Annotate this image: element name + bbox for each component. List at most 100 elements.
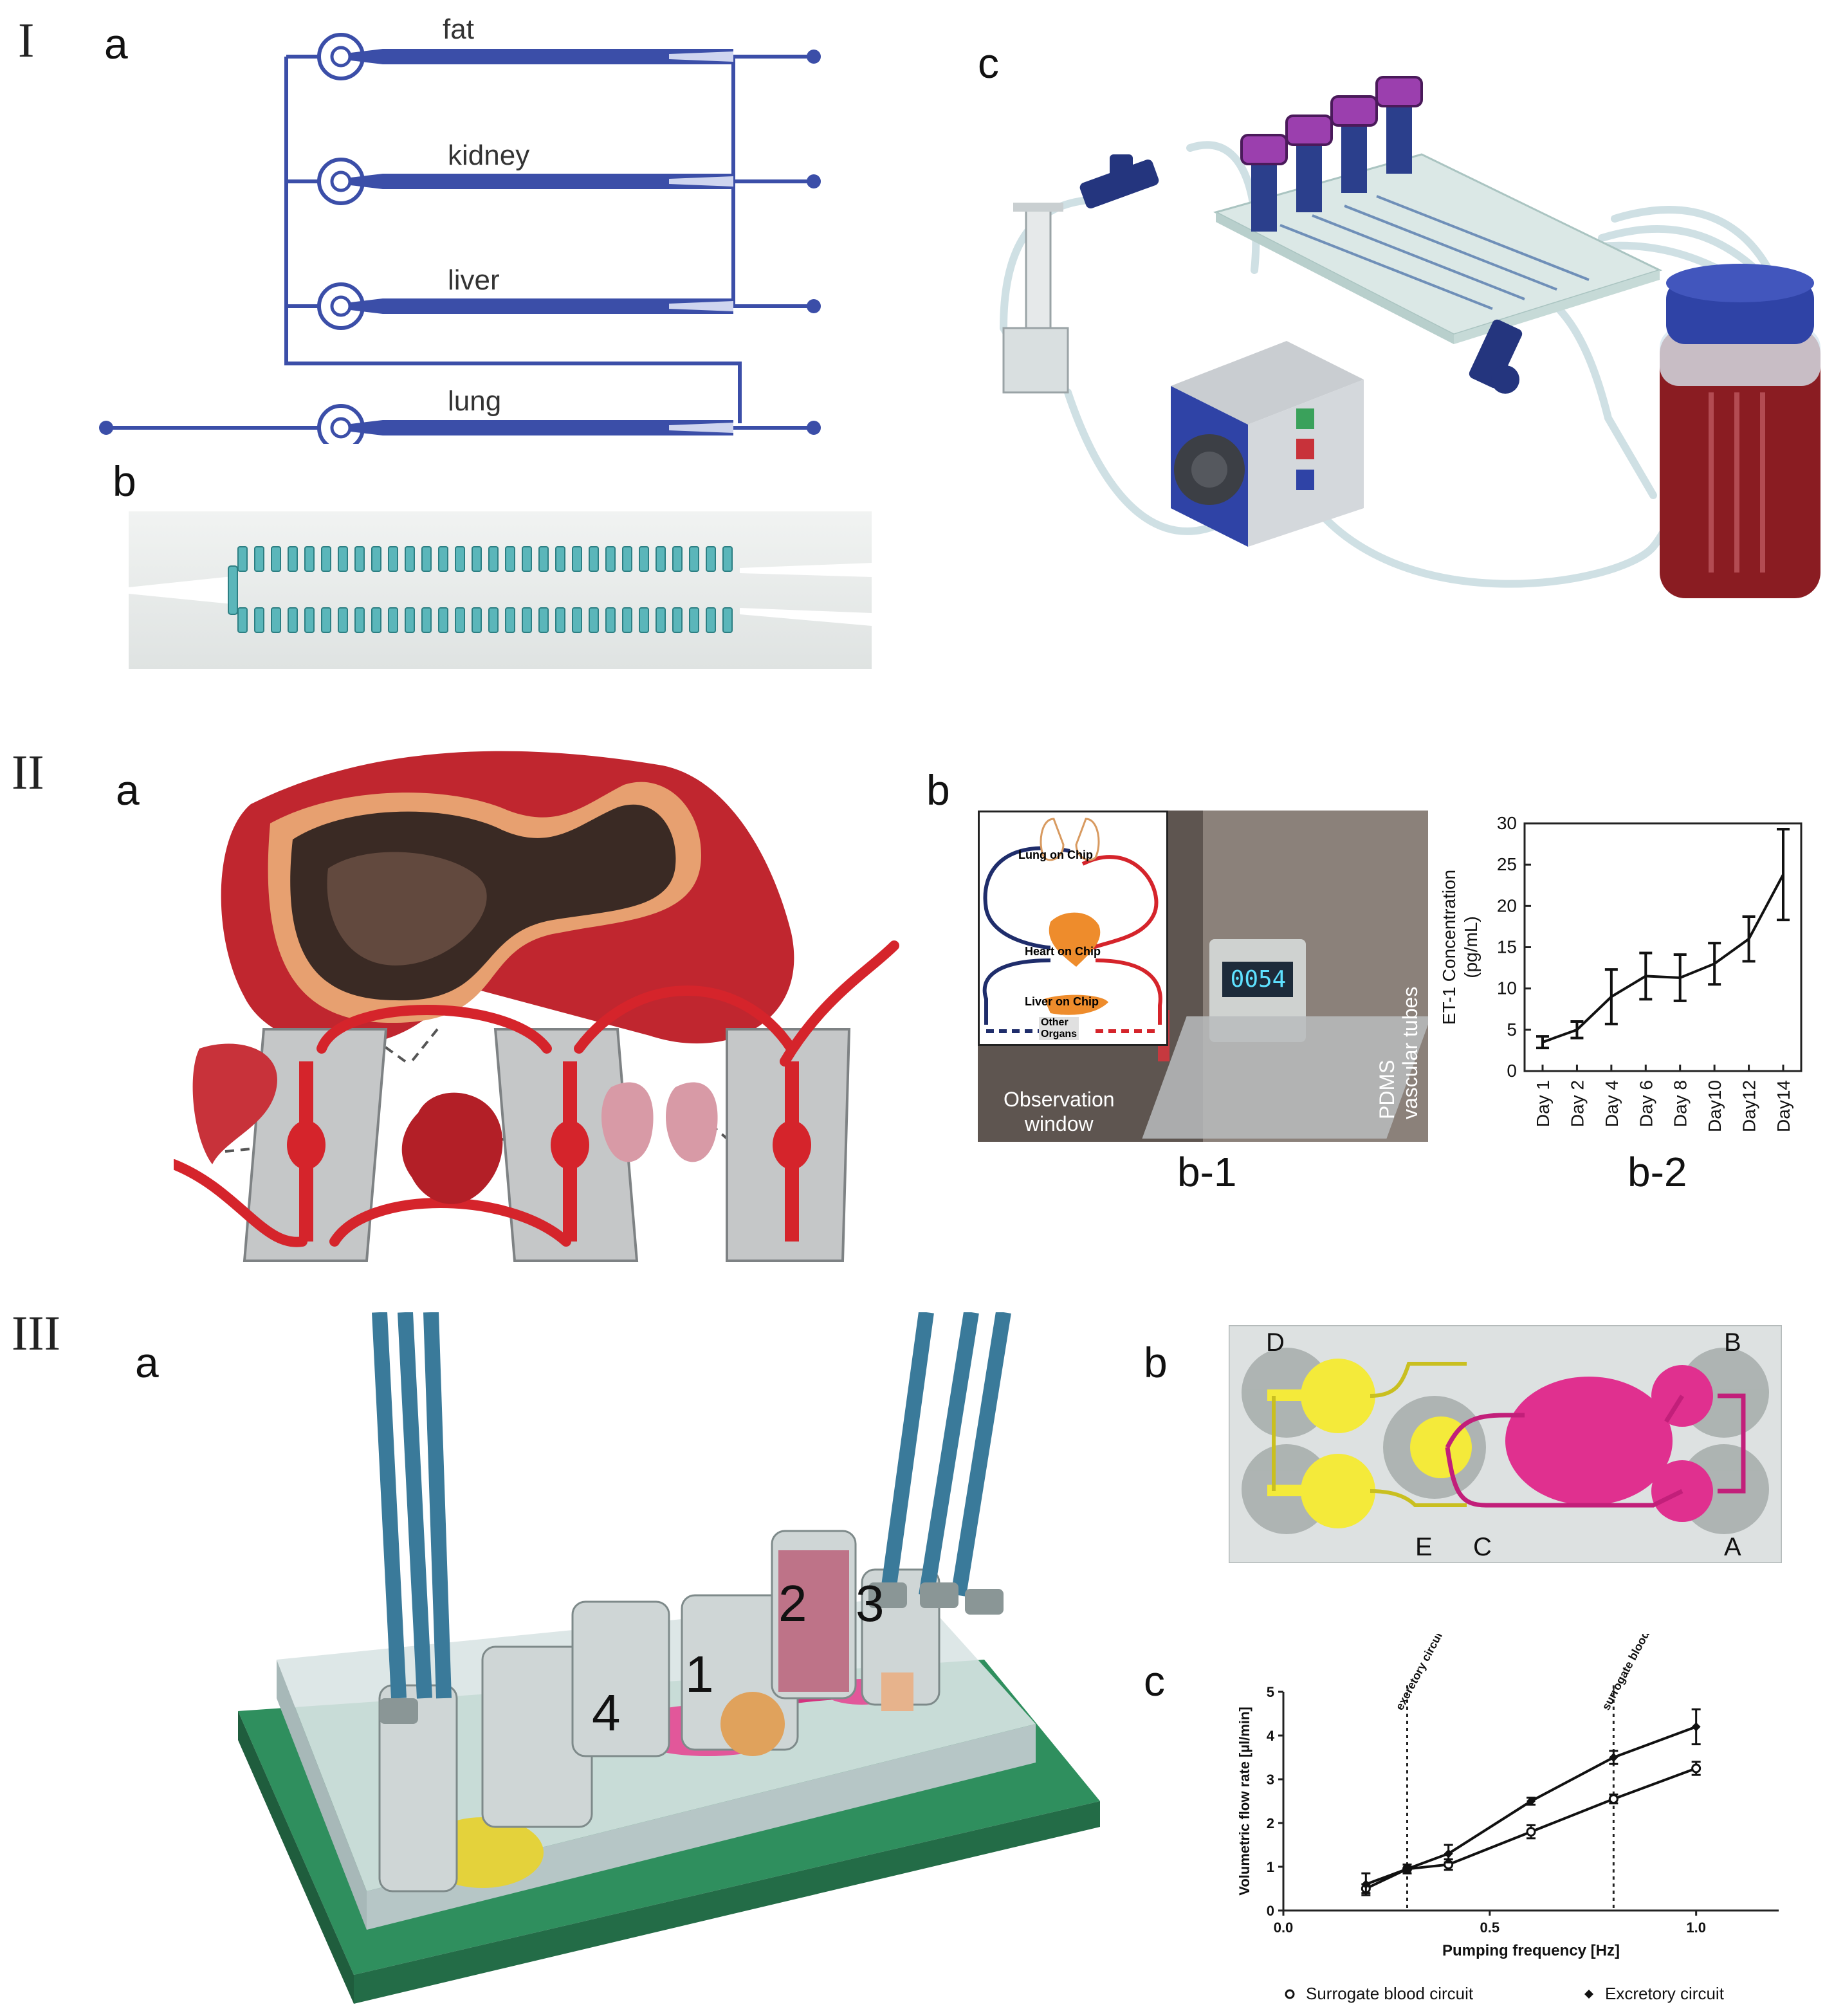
channel-pillar-render bbox=[129, 511, 872, 669]
pillar bbox=[672, 546, 683, 572]
pillar bbox=[689, 546, 699, 572]
pillar bbox=[354, 546, 365, 572]
y-axis-label-line2: (pg/mL) bbox=[1461, 916, 1481, 978]
label-pdms-tubes: PDMS vascular tubes bbox=[1375, 986, 1422, 1119]
x-tick-label: Day 4 bbox=[1602, 1080, 1622, 1127]
pillar bbox=[488, 607, 499, 633]
chip-letter-D: D bbox=[1266, 1328, 1285, 1357]
data-point bbox=[1609, 1753, 1619, 1762]
pillar bbox=[321, 546, 331, 572]
pillar bbox=[722, 546, 733, 572]
compartment-4-label: 4 bbox=[592, 1684, 621, 1741]
pillar bbox=[304, 546, 315, 572]
pillar bbox=[254, 607, 264, 633]
pillar bbox=[522, 546, 532, 572]
label-observation-window: Observation window bbox=[1004, 1088, 1115, 1135]
pillar bbox=[237, 546, 248, 572]
vessel-organ-chips-render bbox=[174, 751, 899, 1262]
x-tick-label: 0.0 bbox=[1274, 1920, 1294, 1936]
panel-II-label: II bbox=[12, 746, 44, 800]
pillar bbox=[488, 546, 499, 572]
pillar bbox=[555, 607, 565, 633]
pillar bbox=[538, 546, 549, 572]
pillar bbox=[321, 607, 331, 633]
pillar bbox=[472, 607, 482, 633]
circulation-schematic: Lung on Chip Heart on Chip Liver on Chip… bbox=[978, 811, 1168, 1046]
label-heart-on-chip: Heart on Chip bbox=[1025, 945, 1101, 958]
y-tick-label: 5 bbox=[1267, 1684, 1274, 1700]
y-tick-label: 0 bbox=[1267, 1903, 1274, 1919]
pillar bbox=[472, 546, 482, 572]
pillar bbox=[271, 607, 281, 633]
panel-IIa-label: a bbox=[116, 766, 140, 814]
pillar bbox=[354, 607, 365, 633]
pillar bbox=[438, 546, 448, 572]
legend-label-surrogate: Surrogate blood circuit bbox=[1306, 1984, 1474, 2003]
x-tick-label: Day 6 bbox=[1636, 1080, 1656, 1127]
panel-IIIb-label: b bbox=[1144, 1339, 1168, 1386]
y-tick-label: 3 bbox=[1267, 1772, 1274, 1788]
organ-label-lung: lung bbox=[448, 385, 501, 417]
chip-layout-photo: D B E C A bbox=[1229, 1325, 1782, 1563]
chip-letter-C: C bbox=[1473, 1533, 1492, 1561]
pillar bbox=[405, 546, 415, 572]
pillar bbox=[405, 607, 415, 633]
pillar bbox=[639, 607, 649, 633]
panel-Ib-label: b bbox=[113, 457, 136, 505]
pillar bbox=[656, 607, 666, 633]
y-axis-label-line1: ET-1 Concentration bbox=[1439, 870, 1459, 1025]
perfusion-setup-render bbox=[999, 76, 1820, 598]
y-tick-label: 15 bbox=[1497, 937, 1517, 957]
data-point bbox=[1402, 1864, 1412, 1874]
x-axis-label: Pumping frequency [Hz] bbox=[1442, 1942, 1620, 1959]
compartment-2-label: 2 bbox=[778, 1575, 807, 1632]
panel-IIIa-label: a bbox=[135, 1339, 159, 1386]
pillar bbox=[672, 607, 683, 633]
pump-display: 0054 bbox=[1230, 966, 1287, 993]
data-point bbox=[1608, 1794, 1619, 1804]
series-line bbox=[1542, 874, 1784, 1043]
pillar bbox=[338, 607, 348, 633]
pillar bbox=[505, 607, 515, 633]
x-tick-label: Day 8 bbox=[1671, 1080, 1691, 1127]
pillar bbox=[589, 546, 599, 572]
organ-circuit-diagram: fat kidney liver lung bbox=[99, 14, 821, 444]
threshold-label: surrogate blood circuit bbox=[1599, 1634, 1670, 1712]
pillar bbox=[572, 607, 582, 633]
pillar bbox=[505, 546, 515, 572]
y-tick-label: 4 bbox=[1267, 1728, 1275, 1744]
pillar bbox=[622, 607, 632, 633]
pillar bbox=[689, 607, 699, 633]
data-point bbox=[1444, 1849, 1453, 1858]
pillar bbox=[605, 546, 616, 572]
x-tick-label: Day 1 bbox=[1533, 1080, 1553, 1127]
label-lung-on-chip: Lung on Chip bbox=[1018, 848, 1093, 861]
panel-IIb-label: b bbox=[926, 766, 950, 814]
pillar bbox=[288, 607, 298, 633]
pillar bbox=[455, 607, 465, 633]
y-tick-label: 30 bbox=[1497, 813, 1517, 833]
threshold-label: excretory circuit bbox=[1393, 1634, 1446, 1712]
pillar bbox=[271, 546, 281, 572]
y-tick-label: 0 bbox=[1507, 1061, 1517, 1081]
pillar bbox=[438, 607, 448, 633]
pillar bbox=[706, 607, 716, 633]
pillar bbox=[388, 546, 398, 572]
pillar bbox=[572, 546, 582, 572]
y-tick-label: 2 bbox=[1267, 1815, 1274, 1831]
multi-organ-chip-render: 1 2 3 4 bbox=[238, 1312, 1100, 2004]
label-liver-on-chip: Liver on Chip bbox=[1025, 995, 1099, 1008]
x-tick-label: 1.0 bbox=[1686, 1920, 1706, 1936]
chip-letter-A: A bbox=[1724, 1533, 1741, 1561]
pillar bbox=[288, 546, 298, 572]
panel-Ic-label: c bbox=[978, 39, 999, 87]
flow-rate-chart: excretory circuit surrogate blood circuit… bbox=[1236, 1634, 1779, 2003]
x-tick-label: 0.5 bbox=[1480, 1920, 1500, 1936]
pillar bbox=[589, 607, 599, 633]
panel-Ia-label: a bbox=[104, 20, 128, 68]
x-tick-label: Day14 bbox=[1774, 1080, 1793, 1132]
pillar bbox=[304, 607, 315, 633]
pillar bbox=[371, 607, 381, 633]
pillar bbox=[522, 607, 532, 633]
pillar bbox=[421, 546, 432, 572]
